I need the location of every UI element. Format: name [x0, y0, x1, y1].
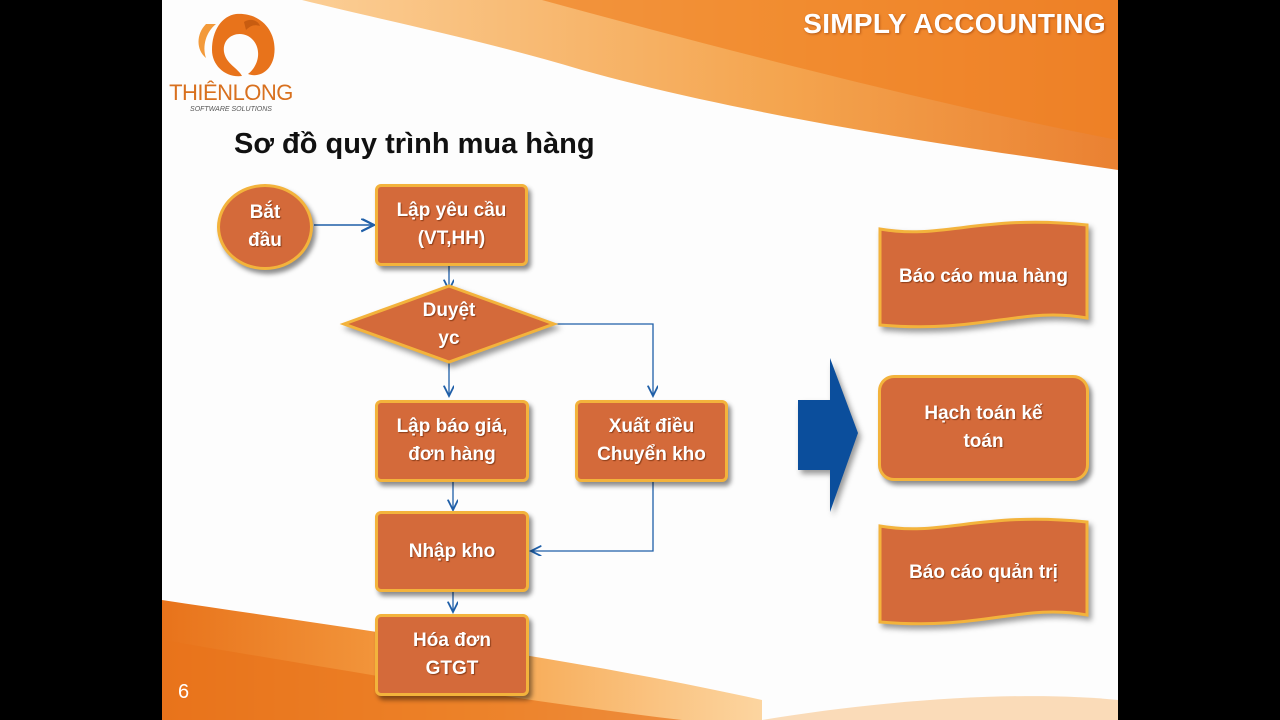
purchase-report-label: Báo cáo mua hàng: [899, 266, 1068, 287]
slide-background: [162, 0, 1118, 720]
brand-title: SIMPLY ACCOUNTING: [803, 8, 1106, 39]
logo-tagline: SOFTWARE SOLUTIONS: [190, 106, 272, 113]
logo-name: THIÊNLONG: [169, 80, 293, 105]
request-node: Lập yêu cầu (VT,HH): [375, 184, 528, 266]
connector-approve-transfer: [556, 323, 653, 396]
banner-purchase-report: [878, 220, 1089, 329]
slide: THIÊNLONG SOFTWARE SOLUTIONS SIMPLY ACCO…: [162, 0, 1118, 720]
accounting-node: Hạch toán kế toán: [878, 375, 1089, 481]
invoice-node: Hóa đơn GTGT: [375, 614, 529, 696]
approve-node-label: Duyệt yc: [422, 300, 476, 349]
receive-node: Nhập kho: [375, 511, 529, 592]
connector-transfer-receive: [531, 482, 654, 551]
transfer-node: Xuất điều Chuyển kho: [575, 400, 728, 482]
page-number: 6: [178, 681, 190, 703]
banner-management-report: [878, 517, 1089, 626]
dragon-logo-icon: [198, 13, 275, 77]
flow-connectors: [314, 0, 1089, 626]
decision-diamond: [339, 284, 559, 364]
start-node: Bắt đầu: [217, 184, 313, 270]
big-arrow-icon: [798, 358, 858, 512]
page-title: Sơ đồ quy trình mua hàng: [234, 128, 595, 160]
quote-node: Lập báo giá, đơn hàng: [375, 400, 529, 482]
management-report-label: Báo cáo quản trị: [909, 562, 1058, 583]
